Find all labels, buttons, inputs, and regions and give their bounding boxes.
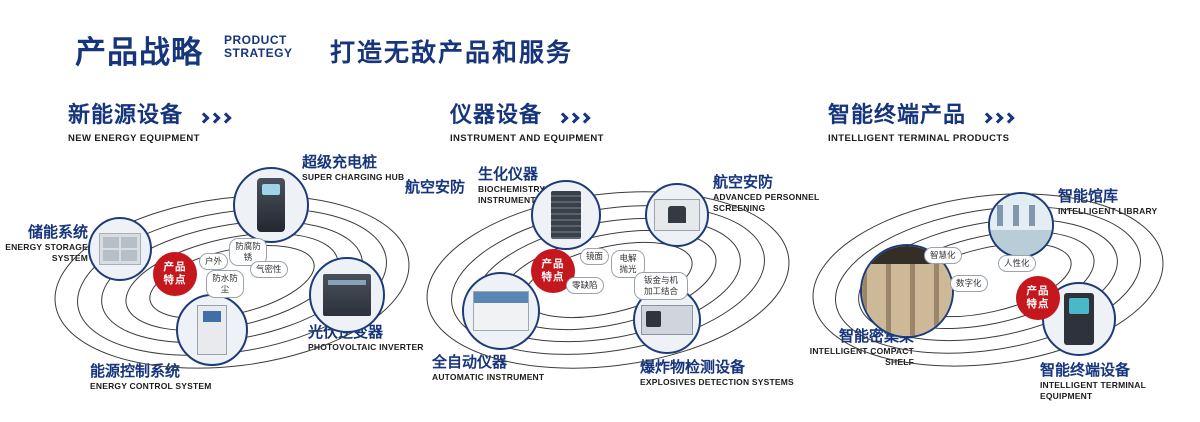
product-label-super-charging-hub: 超级充电桩 SUPER CHARGING HUB (302, 154, 405, 182)
product-label-explosives-detection: 爆炸物检测设备 EXPLOSIVES DETECTION SYSTEMS (640, 359, 794, 387)
orbit-ellipses-instrument (426, 191, 790, 369)
product-image-intelligent-library (988, 192, 1054, 258)
chevron-right-icon (197, 109, 233, 127)
feature-pill: 镜面 (580, 248, 610, 266)
library-photo (990, 194, 1052, 256)
feature-pill: 数字化 (950, 275, 988, 293)
feature-pill: 防水防尘 (206, 270, 244, 299)
product-image-personnel-screening (645, 183, 709, 247)
charging-pile-photo (257, 177, 285, 233)
feature-pill: 智慧化 (924, 247, 962, 265)
page-subtitle-line2: STRATEGY (224, 46, 293, 60)
product-label-energy-control: 能源控制系统 ENERGY CONTROL SYSTEM (90, 363, 212, 391)
section-header-instrument: 仪器设备 INSTRUMENT AND EQUIPMENT (450, 97, 604, 144)
section-title-intelligent-terminal: 智能终端产品 (828, 102, 967, 127)
product-label-energy-storage: 储能系统 ENERGY STORAGE SYSTEM (5, 224, 88, 264)
product-label-terminal-equipment: 智能终端设备 INTELLIGENT TERMINAL EQUIPMENT (1040, 362, 1146, 402)
product-image-photovoltaic-inverter (309, 257, 385, 333)
badge-line2: 特点 (1026, 298, 1050, 310)
section-subtitle-new-energy: NEW ENERGY EQUIPMENT (68, 133, 200, 144)
badge-line1: 产品 (163, 261, 187, 274)
product-feature-badge: 产品 特点 (1016, 276, 1060, 320)
chevron-right-icon (980, 109, 1016, 127)
label-aviation-security-left: 航空安防 (405, 179, 466, 196)
analyzer-photo (472, 291, 530, 331)
kiosk-photo (1064, 293, 1094, 345)
section-header-new-energy: 新能源设备 NEW ENERGY EQUIPMENT (68, 97, 233, 144)
badge-line2: 特点 (163, 274, 187, 286)
orbit-ellipses-intelligent-terminal (812, 193, 1164, 367)
badge-line1: 产品 (541, 258, 565, 271)
page-title: 产品战略 (75, 35, 203, 70)
product-image-energy-storage (88, 217, 152, 281)
page-subtitle-line1: PRODUCT (224, 33, 287, 47)
page-subtitle: PRODUCT STRATEGY (224, 34, 292, 60)
page-tagline: 打造无敌产品和服务 (330, 39, 574, 67)
inverter-photo (323, 274, 371, 316)
feature-pill: 人性化 (998, 255, 1036, 273)
badge-line2: 特点 (541, 271, 565, 283)
feature-pill: 零缺陷 (566, 277, 604, 295)
product-image-energy-control (176, 294, 248, 366)
screening-machine-photo (654, 198, 700, 232)
feature-pill: 钣金与机加工结合 (634, 272, 688, 301)
section-subtitle-intelligent-terminal: INTELLIGENT TERMINAL PRODUCTS (828, 133, 1010, 144)
product-image-super-charging-hub (233, 167, 309, 243)
product-image-biochemistry-instrument (531, 180, 601, 250)
product-label-automatic-instrument: 全自动仪器 AUTOMATIC INSTRUMENT (432, 354, 545, 382)
section-title-instrument: 仪器设备 (450, 102, 543, 127)
badge-line1: 产品 (1026, 285, 1050, 298)
product-label-biochemistry-instrument: 生化仪器 BIOCHEMISTRY INSTRUMENT (478, 166, 546, 206)
shelf-photo (862, 246, 952, 336)
chevron-right-icon (556, 109, 592, 127)
control-cabinet-photo (197, 304, 227, 356)
section-title-new-energy: 新能源设备 (68, 102, 184, 127)
detector-photo (641, 304, 693, 336)
product-label-intelligent-library: 智能馆库 INTELLIGENT LIBRARY (1058, 188, 1158, 216)
energy-storage-photo (99, 233, 141, 265)
rack-photo (550, 190, 582, 240)
feature-pill: 气密性 (250, 261, 288, 279)
section-header-intelligent-terminal: 智能终端产品 INTELLIGENT TERMINAL PRODUCTS (828, 97, 1016, 144)
product-feature-badge: 产品 特点 (153, 252, 197, 296)
section-subtitle-instrument: INSTRUMENT AND EQUIPMENT (450, 133, 604, 144)
feature-pill: 户外 (199, 253, 229, 271)
product-image-automatic-instrument (462, 272, 540, 350)
product-image-compact-shelf (860, 244, 954, 338)
